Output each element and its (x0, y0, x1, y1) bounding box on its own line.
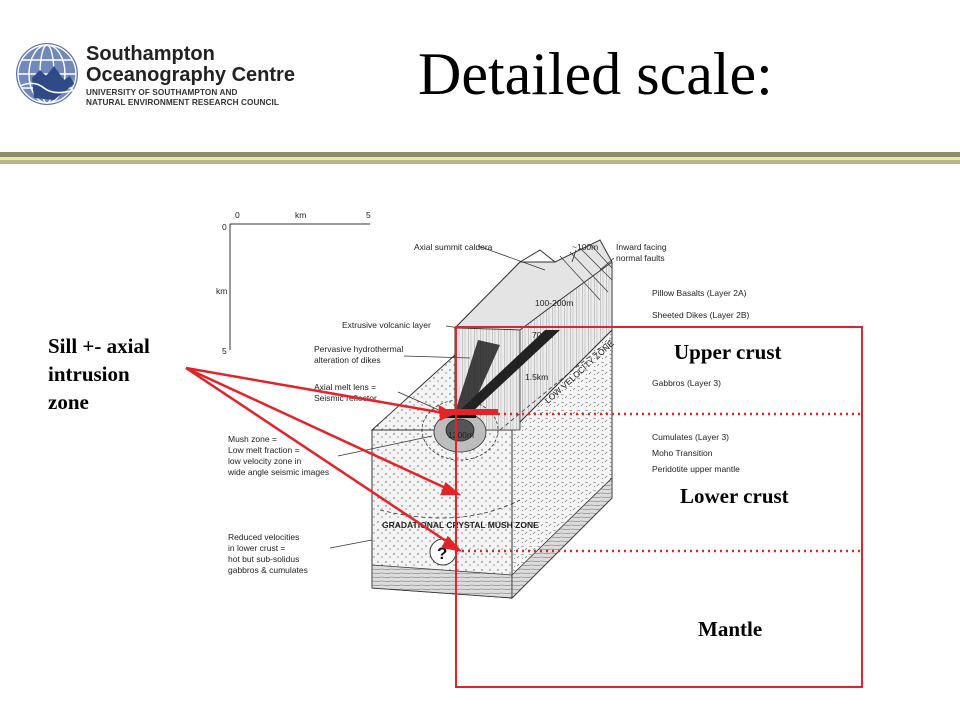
arrow-to-lower (185, 366, 453, 547)
inward-faults-label-2: normal faults (616, 253, 665, 263)
depth-1-5km: 1.5km (525, 372, 548, 382)
depth-100-200: 100-200m (535, 298, 573, 308)
depth-700: 700m (532, 330, 553, 340)
arrow-to-mush (185, 366, 451, 492)
sill-label-line3: zone (48, 390, 89, 414)
crustal-block: ? (370, 239, 613, 600)
page-title: Detailed scale: (418, 41, 773, 107)
reduced-label-3: hot but sub-solidus (228, 554, 299, 564)
annotations: Axial summit caldera ~100m Inward facing… (227, 242, 749, 575)
scale-five-left: 5 (222, 346, 227, 356)
logo (14, 40, 304, 110)
scale-five-top: 5 (366, 210, 371, 220)
sill-arrows (185, 366, 463, 552)
arrowhead-lower (441, 535, 463, 552)
sheeted-dikes-label: Sheeted Dikes (Layer 2B) (652, 310, 749, 320)
logo-sub-line1: UNIVERSITY OF SOUTHAMPTON AND (86, 88, 238, 97)
red-highlight-overlay (446, 326, 863, 688)
logo-name: Southampton Oceanography Centre (86, 44, 295, 86)
sill-label-line1: Sill +- axial (48, 334, 150, 358)
reduced-label-2: in lower crust = (228, 543, 285, 553)
arrow-to-melt-lens (185, 366, 445, 415)
gabbros-label: Gabbros (Layer 3) (652, 378, 721, 388)
sill-label: Sill +- axial intrusion zone (48, 332, 150, 416)
scale-unit-left: km (216, 286, 227, 296)
lower-crust-label: Lower crust (680, 484, 789, 508)
mush-label-4: wide angle seismic images (227, 467, 329, 477)
logo-sub-line2: NATURAL ENVIRONMENT RESEARCH COUNCIL (86, 98, 279, 107)
scale-zero-top: 0 (235, 210, 240, 220)
logo-text: Southampton Oceanography Centre UNIVERSI… (86, 44, 295, 108)
mush-label-1: Mush zone = (228, 434, 277, 444)
width-100m-label: ~100m (572, 242, 598, 252)
moho-label: Moho Transition (652, 448, 713, 458)
title-divider (0, 152, 960, 164)
hydrothermal-label-2: alteration of dikes (314, 355, 381, 365)
melt-lens-highlight (446, 409, 498, 415)
mantle-label: Mantle (698, 617, 763, 641)
extrusive-layer-label: Extrusive volcanic layer (342, 320, 431, 330)
unknown-marker: ? (437, 544, 447, 563)
scale-bar: 0 km 5 0 km 5 (216, 210, 371, 356)
arrowhead-mush (440, 481, 462, 496)
mush-label-2: Low melt fraction = (228, 445, 300, 455)
sill-label-line2: intrusion (48, 362, 130, 386)
scale-unit-top: km (295, 210, 306, 220)
inward-faults-label-1: Inward facing (616, 242, 667, 252)
highlight-box (455, 326, 863, 688)
melt-lens-label-2: Seismic reflector (314, 393, 377, 403)
pillow-basalts-label: Pillow Basalts (Layer 2A) (652, 288, 747, 298)
hydrothermal-label-1: Pervasive hydrothermal (314, 344, 403, 354)
reduced-label-1: Reduced velocities (228, 532, 299, 542)
upper-crust-label: Upper crust (674, 340, 782, 364)
gradational-mush-label: GRADATIONAL CRYSTAL MUSH ZONE (382, 520, 539, 530)
depth-1200: 1200m (448, 430, 474, 440)
globe-logo-icon (16, 43, 78, 105)
mush-label-3: low velocity zone in (228, 456, 302, 466)
arrowhead-melt-lens (438, 404, 455, 421)
peridotite-label: Peridotite upper mantle (652, 464, 740, 474)
melt-lens-label-1: Axial melt lens = (314, 382, 376, 392)
logo-name-line2: Oceanography Centre (86, 64, 295, 86)
logo-subtitle: UNIVERSITY OF SOUTHAMPTON AND NATURAL EN… (86, 88, 295, 108)
axial-summit-caldera-label: Axial summit caldera (414, 242, 493, 252)
scale-zero-left: 0 (222, 222, 227, 232)
cumulates-label: Cumulates (Layer 3) (652, 432, 729, 442)
reduced-label-4: gabbros & cumulates (228, 565, 308, 575)
logo-name-line1: Southampton (86, 43, 215, 65)
